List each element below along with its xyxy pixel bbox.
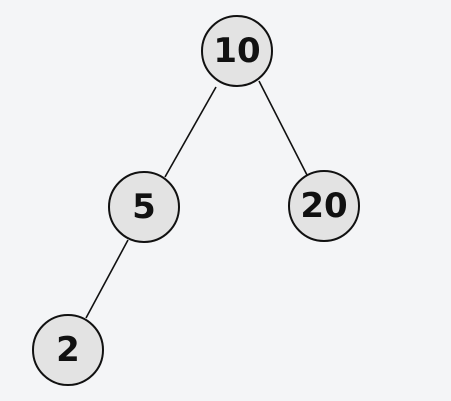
edges-layer [85, 80, 308, 319]
edge-10-to-5 [164, 86, 217, 178]
node-circle-2 [32, 314, 104, 386]
edge-10-to-20 [258, 80, 308, 176]
node-label-20: 20 [300, 186, 347, 226]
node-circle-5 [108, 171, 180, 243]
node-label-10: 10 [213, 31, 260, 71]
node-label-5: 5 [132, 187, 156, 227]
edge-5-to-2 [85, 239, 129, 319]
node-circle-20 [288, 170, 360, 242]
tree-node-5: 5 [108, 171, 180, 243]
tree-node-10: 10 [201, 15, 273, 87]
tree-node-2: 2 [32, 314, 104, 386]
tree-node-20: 20 [288, 170, 360, 242]
node-circle-10 [201, 15, 273, 87]
node-label-2: 2 [56, 330, 80, 370]
